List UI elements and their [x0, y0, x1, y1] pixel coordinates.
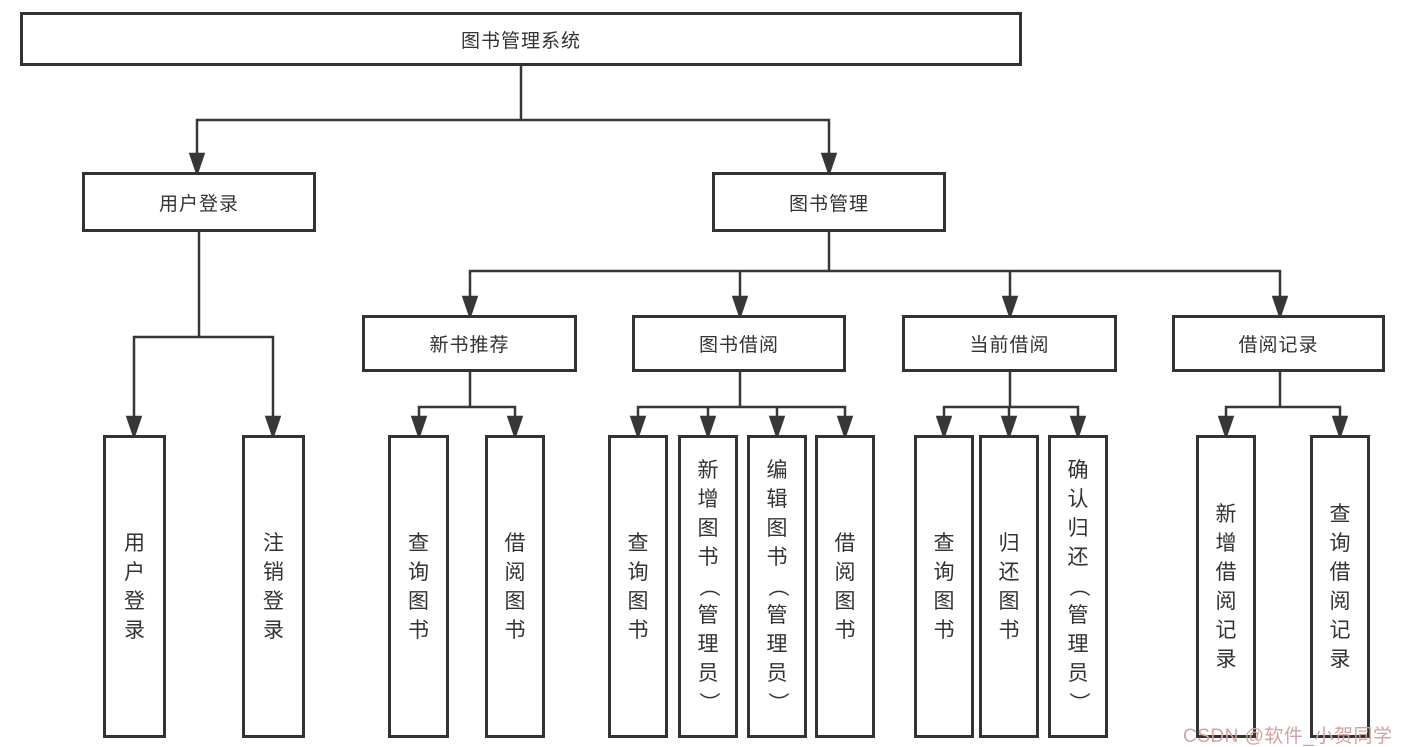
node-book-borrow: 图书借阅 [632, 315, 846, 372]
leaf-newrec-borrow-book: 借阅图书 [485, 435, 545, 738]
leaf-records-query-record: 查询借阅记录 [1310, 435, 1370, 738]
connector-new-book-rec [410, 372, 524, 440]
leaf-borrow-edit-book-admin: 编辑图书（管理员） [747, 435, 807, 738]
leaf-current-query-book: 查询图书 [914, 435, 974, 738]
connector-book-mgmt [461, 232, 1289, 320]
node-current-borrow: 当前借阅 [902, 315, 1117, 372]
connector-borrow-records [1217, 372, 1349, 440]
leaf-borrow-query-book: 查询图书 [608, 435, 668, 738]
connector-root [188, 66, 838, 177]
leaf-current-return-book: 归还图书 [979, 435, 1039, 738]
node-current-borrow-label: 当前借阅 [969, 335, 1050, 356]
leaf-borrow-borrow-book: 借阅图书 [815, 435, 875, 738]
leaf-newrec-query-book: 查询图书 [388, 435, 449, 738]
node-new-book-rec-label: 新书推荐 [429, 335, 510, 356]
node-book-borrow-label: 图书借阅 [698, 335, 779, 356]
connector-book-borrow [629, 372, 854, 440]
node-user-login-label: 用户登录 [158, 193, 239, 215]
connector-user-login [125, 232, 282, 440]
node-new-book-rec: 新书推荐 [362, 315, 577, 372]
node-book-mgmt: 图书管理 [712, 172, 946, 232]
leaf-logout: 注销登录 [242, 435, 305, 738]
node-user-login: 用户登录 [82, 172, 316, 232]
node-root-label: 图书管理系统 [460, 30, 581, 52]
watermark: CSDN @软件_小贺同学 [1183, 726, 1393, 747]
node-root: 图书管理系统 [20, 12, 1022, 66]
node-borrow-records: 借阅记录 [1172, 315, 1385, 372]
leaf-borrow-add-book-admin: 新增图书（管理员） [678, 435, 738, 738]
leaf-records-add-record: 新增借阅记录 [1196, 435, 1256, 738]
connector-current-borrow [935, 372, 1087, 440]
leaf-current-confirm-return-admin: 确认归还（管理员） [1048, 435, 1108, 738]
node-borrow-records-label: 借阅记录 [1238, 335, 1319, 356]
leaf-user-login: 用户登录 [103, 435, 166, 738]
node-book-mgmt-label: 图书管理 [788, 193, 869, 215]
